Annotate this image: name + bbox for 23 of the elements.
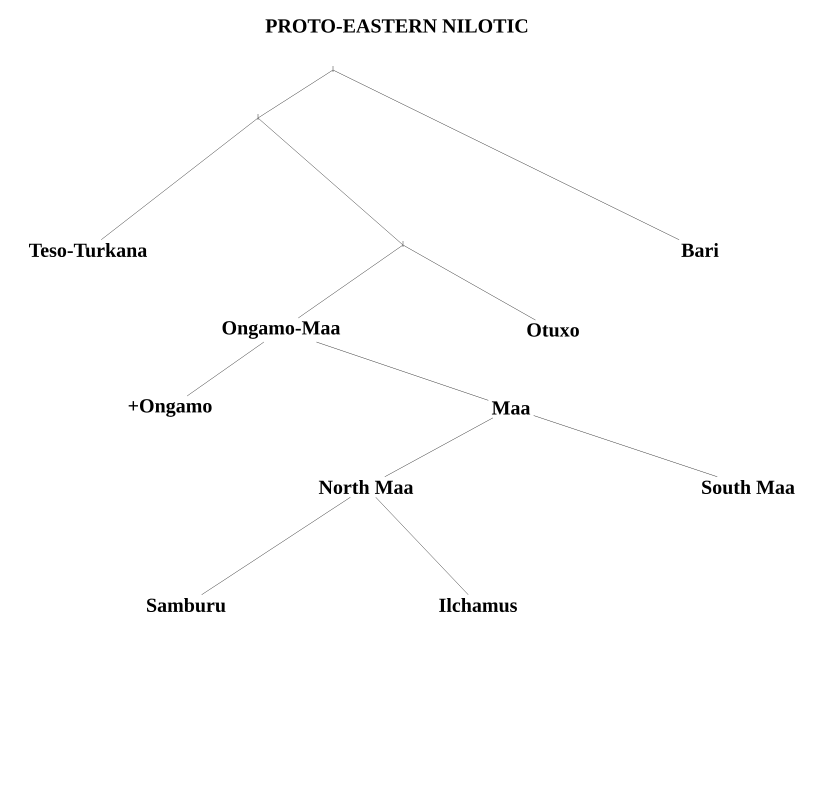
node-label: Bari <box>681 242 719 258</box>
tree-branch <box>533 415 718 477</box>
node-label: Ilchamus <box>439 598 517 612</box>
tree-branch <box>298 244 403 318</box>
tree-branch <box>376 497 468 595</box>
tree-branch <box>186 342 264 396</box>
node-label: South Maa <box>702 480 795 494</box>
tree-branch <box>333 70 680 240</box>
tree-branch <box>316 342 489 401</box>
tree-branch <box>101 118 258 240</box>
tree-branch <box>258 70 333 118</box>
node-label: +Ongamo <box>128 399 212 417</box>
node-label: North Maa <box>318 480 414 494</box>
tree-branch <box>403 244 536 320</box>
node-label: Ongamo-Maa <box>222 321 340 339</box>
tree-branch <box>201 497 351 595</box>
title: PROTO-EASTERN NILOTIC <box>266 19 528 33</box>
node-label: Maa <box>492 401 530 415</box>
node-label: Samburu <box>147 598 226 612</box>
tree-branch <box>384 418 494 477</box>
node-label: Otuxo <box>527 323 579 337</box>
node-label: Teso-Turkana <box>29 242 147 258</box>
tree-branch <box>258 118 403 246</box>
